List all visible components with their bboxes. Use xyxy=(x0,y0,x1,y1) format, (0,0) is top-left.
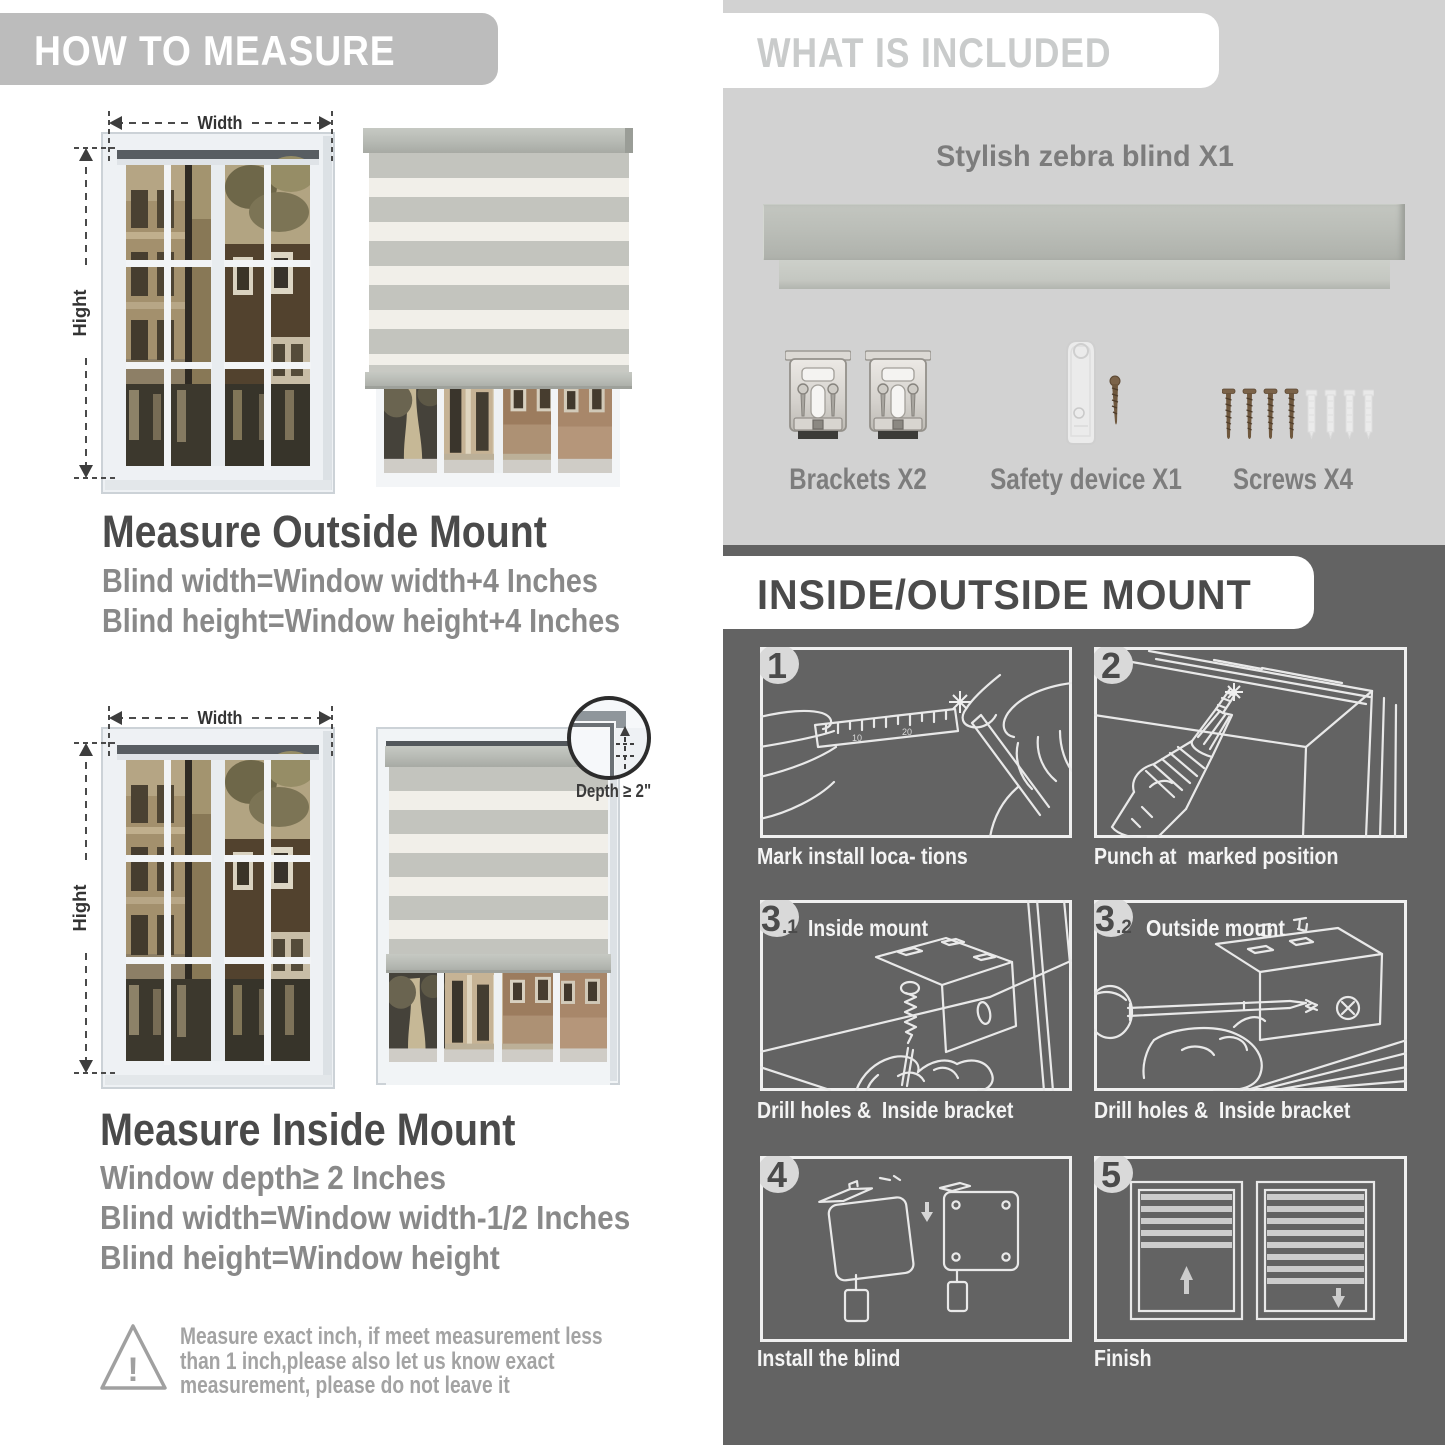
svg-text:1: 1 xyxy=(767,647,787,686)
svg-text:4: 4 xyxy=(767,1156,787,1195)
svg-text:2: 2 xyxy=(1101,647,1121,686)
svg-text:.2: .2 xyxy=(1116,917,1132,938)
svg-text:!: ! xyxy=(127,1351,138,1389)
svg-text:Outside mount: Outside mount xyxy=(1146,915,1285,941)
svg-text:.1: .1 xyxy=(782,917,798,938)
svg-text:Hight: Hight xyxy=(70,289,90,336)
svg-text:3: 3 xyxy=(1095,900,1115,939)
svg-text:Inside mount: Inside mount xyxy=(808,915,928,941)
svg-text:3: 3 xyxy=(761,900,781,939)
svg-text:Width: Width xyxy=(198,113,243,133)
svg-text:10: 10 xyxy=(852,733,862,743)
svg-text:Hight: Hight xyxy=(70,884,90,931)
svg-text:20: 20 xyxy=(902,727,912,737)
svg-text:5: 5 xyxy=(1101,1156,1121,1195)
svg-text:Width: Width xyxy=(198,708,243,728)
